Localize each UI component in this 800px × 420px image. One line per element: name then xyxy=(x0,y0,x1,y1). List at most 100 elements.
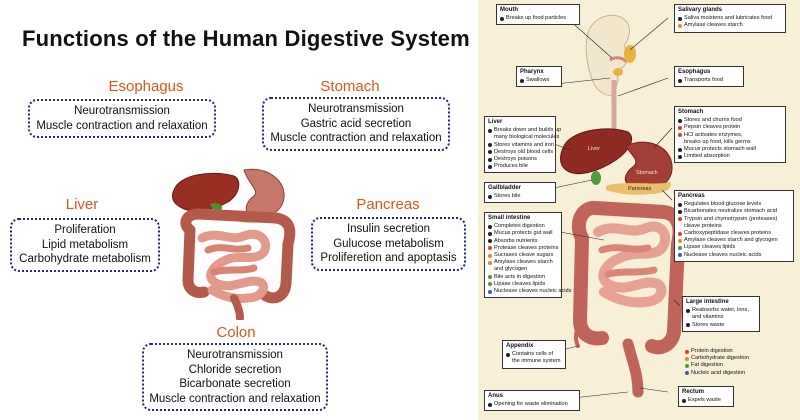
label-box-item-text: Stores waste xyxy=(692,321,725,328)
small-intestine-shape xyxy=(593,221,671,308)
page-title: Functions of the Human Digestive System xyxy=(22,26,470,51)
bullet-icon xyxy=(678,253,682,258)
label-box-item-text: Contains cells of xyxy=(512,351,554,358)
label-box-item: Stores and churns food xyxy=(678,117,782,124)
function-line: Insulin secretion xyxy=(346,223,431,235)
small-intestine-shape xyxy=(598,244,658,278)
bullet-icon xyxy=(678,210,682,214)
label-box-item: Contains cells of xyxy=(506,351,562,358)
bullet-icon xyxy=(488,239,492,244)
bullet-icon xyxy=(488,275,492,280)
function-line: Bicarbonate secretion xyxy=(179,378,291,390)
leader-lines xyxy=(543,11,681,401)
label-box-item-text: Bicarbonates neutralize stomach acid xyxy=(684,208,777,215)
bullet-icon xyxy=(488,143,492,148)
bullet-icon xyxy=(488,260,492,265)
stomach-shape xyxy=(243,168,285,217)
pancreas-functions-box: Insulin secretion Gulucose metabolism Pr… xyxy=(311,217,466,271)
label-box-title: Pancreas xyxy=(678,193,705,199)
bullet-icon xyxy=(678,133,682,138)
function-line: Muscle contraction and relaxation xyxy=(36,119,208,132)
label-box-item: many biological molecules xyxy=(488,134,559,141)
bullet-icon xyxy=(678,231,682,236)
label-box-item: HCl activates enzymes, xyxy=(678,132,782,139)
label-box-item: Destroys old blood cells xyxy=(488,148,554,156)
label-box-title: Mouth xyxy=(500,7,518,13)
legend-swatch-icon xyxy=(685,349,689,354)
digestive-organs-illustration xyxy=(171,168,296,320)
label-box-item-text: Produces bile xyxy=(494,163,528,170)
small-intestine-shape xyxy=(204,244,258,276)
label-box-item-text: Stores and churns food xyxy=(684,117,742,124)
label-box-item-text: Destroys old blood cells xyxy=(494,148,554,155)
anatomy-label-liver: Liver xyxy=(588,146,600,152)
bullet-icon xyxy=(488,150,492,155)
salivary-gland-shape xyxy=(624,45,636,63)
label-box-item-text: and vitamins xyxy=(692,314,724,321)
label-box-item: Reabsorbs water, ions, xyxy=(686,307,756,314)
label-box-item: Stores bile xyxy=(488,193,552,200)
label-box-item-text: many biological molecules xyxy=(494,134,560,141)
label-box-item-text: Limited absorption xyxy=(684,153,730,160)
rectum-shape xyxy=(622,338,644,398)
appendix-shape xyxy=(573,316,584,348)
label-box-item: Trypsin and chymotrypsin (proteases) xyxy=(678,216,790,223)
label-box-title: Pharynx xyxy=(520,69,544,75)
label-box-item: Expels waste xyxy=(682,397,730,404)
mouth-shape xyxy=(609,56,628,63)
pancreas-title: Pancreas xyxy=(356,196,420,213)
label-box-item: Transports food xyxy=(678,77,740,84)
label-box-item-text: Pepsin cleaves protein xyxy=(684,124,741,131)
function-line: Neurotransmission xyxy=(74,105,170,117)
bullet-icon xyxy=(488,194,492,199)
bullet-icon xyxy=(678,246,682,251)
bullet-icon xyxy=(678,118,682,123)
label-box-item-text: Breaks down and builds up xyxy=(494,127,562,134)
stomach-title: Stomach xyxy=(320,78,380,95)
label-box-item: Limited absorption xyxy=(678,153,782,160)
bullet-icon xyxy=(500,16,504,21)
label-box-item: breaks up food, kills germs xyxy=(678,139,782,146)
label-box-item-text: Amylase cleaves starch and glycogen xyxy=(684,237,778,244)
label-box-item: Amylase cleaves starch and glycogen xyxy=(678,237,790,244)
label-box-item: Saliva moistens and lubricates food xyxy=(678,15,782,22)
label-box-title: Anus xyxy=(488,393,503,399)
label-box-item: Completes digestion xyxy=(488,223,558,230)
label-box-item-text: Lipase cleaves lipids xyxy=(494,280,546,287)
label-box-item-text: Stores bile xyxy=(494,193,521,200)
label-box-item-text: Mucus protects stomach wall xyxy=(684,146,756,153)
stomach-functions-box: Neurotransmission Gastric acid secretion… xyxy=(262,97,450,151)
function-line: Proliferation xyxy=(54,224,116,236)
label-box-item-text: Nuclease cleaves nucleic acids xyxy=(494,288,572,295)
bullet-icon xyxy=(488,232,492,236)
label-box-title: Large intestine xyxy=(686,299,729,305)
label-box-item: Bicarbonates neutralize stomach acid xyxy=(678,208,790,215)
function-line: Neurotransmission xyxy=(308,103,404,115)
legend-item-text: Protein digestion xyxy=(691,348,733,354)
bullet-icon xyxy=(682,398,686,403)
bullet-icon xyxy=(520,78,524,83)
function-line: Gulucose metabolism xyxy=(333,237,444,250)
label-box-item-text: Saliva moistens and lubricates food xyxy=(684,15,772,22)
label-box-item: Nuclease cleaves nucleic acids xyxy=(678,252,790,259)
label-box-title: Gallbladder xyxy=(488,185,522,191)
label-box-item-text: Amylase cleaves starch xyxy=(494,259,553,266)
bullet-icon xyxy=(678,78,682,83)
liver-shape xyxy=(171,172,240,212)
label-box-item-text: Destroys poisons xyxy=(494,156,537,163)
bullet-icon xyxy=(678,202,682,207)
bullet-icon xyxy=(488,253,492,258)
label-box-item-text: Stores vitamins and iron xyxy=(494,141,555,148)
label-box-item-text: Lipase cleaves lipids xyxy=(684,244,736,251)
label-box-item-text: the immune system xyxy=(512,358,561,365)
anatomy-label-pancreas: Pancreas xyxy=(628,186,652,192)
head-shape xyxy=(585,14,631,97)
label-box-item-text: HCl activates enzymes, xyxy=(684,131,743,138)
colon-title: Colon xyxy=(216,324,256,341)
